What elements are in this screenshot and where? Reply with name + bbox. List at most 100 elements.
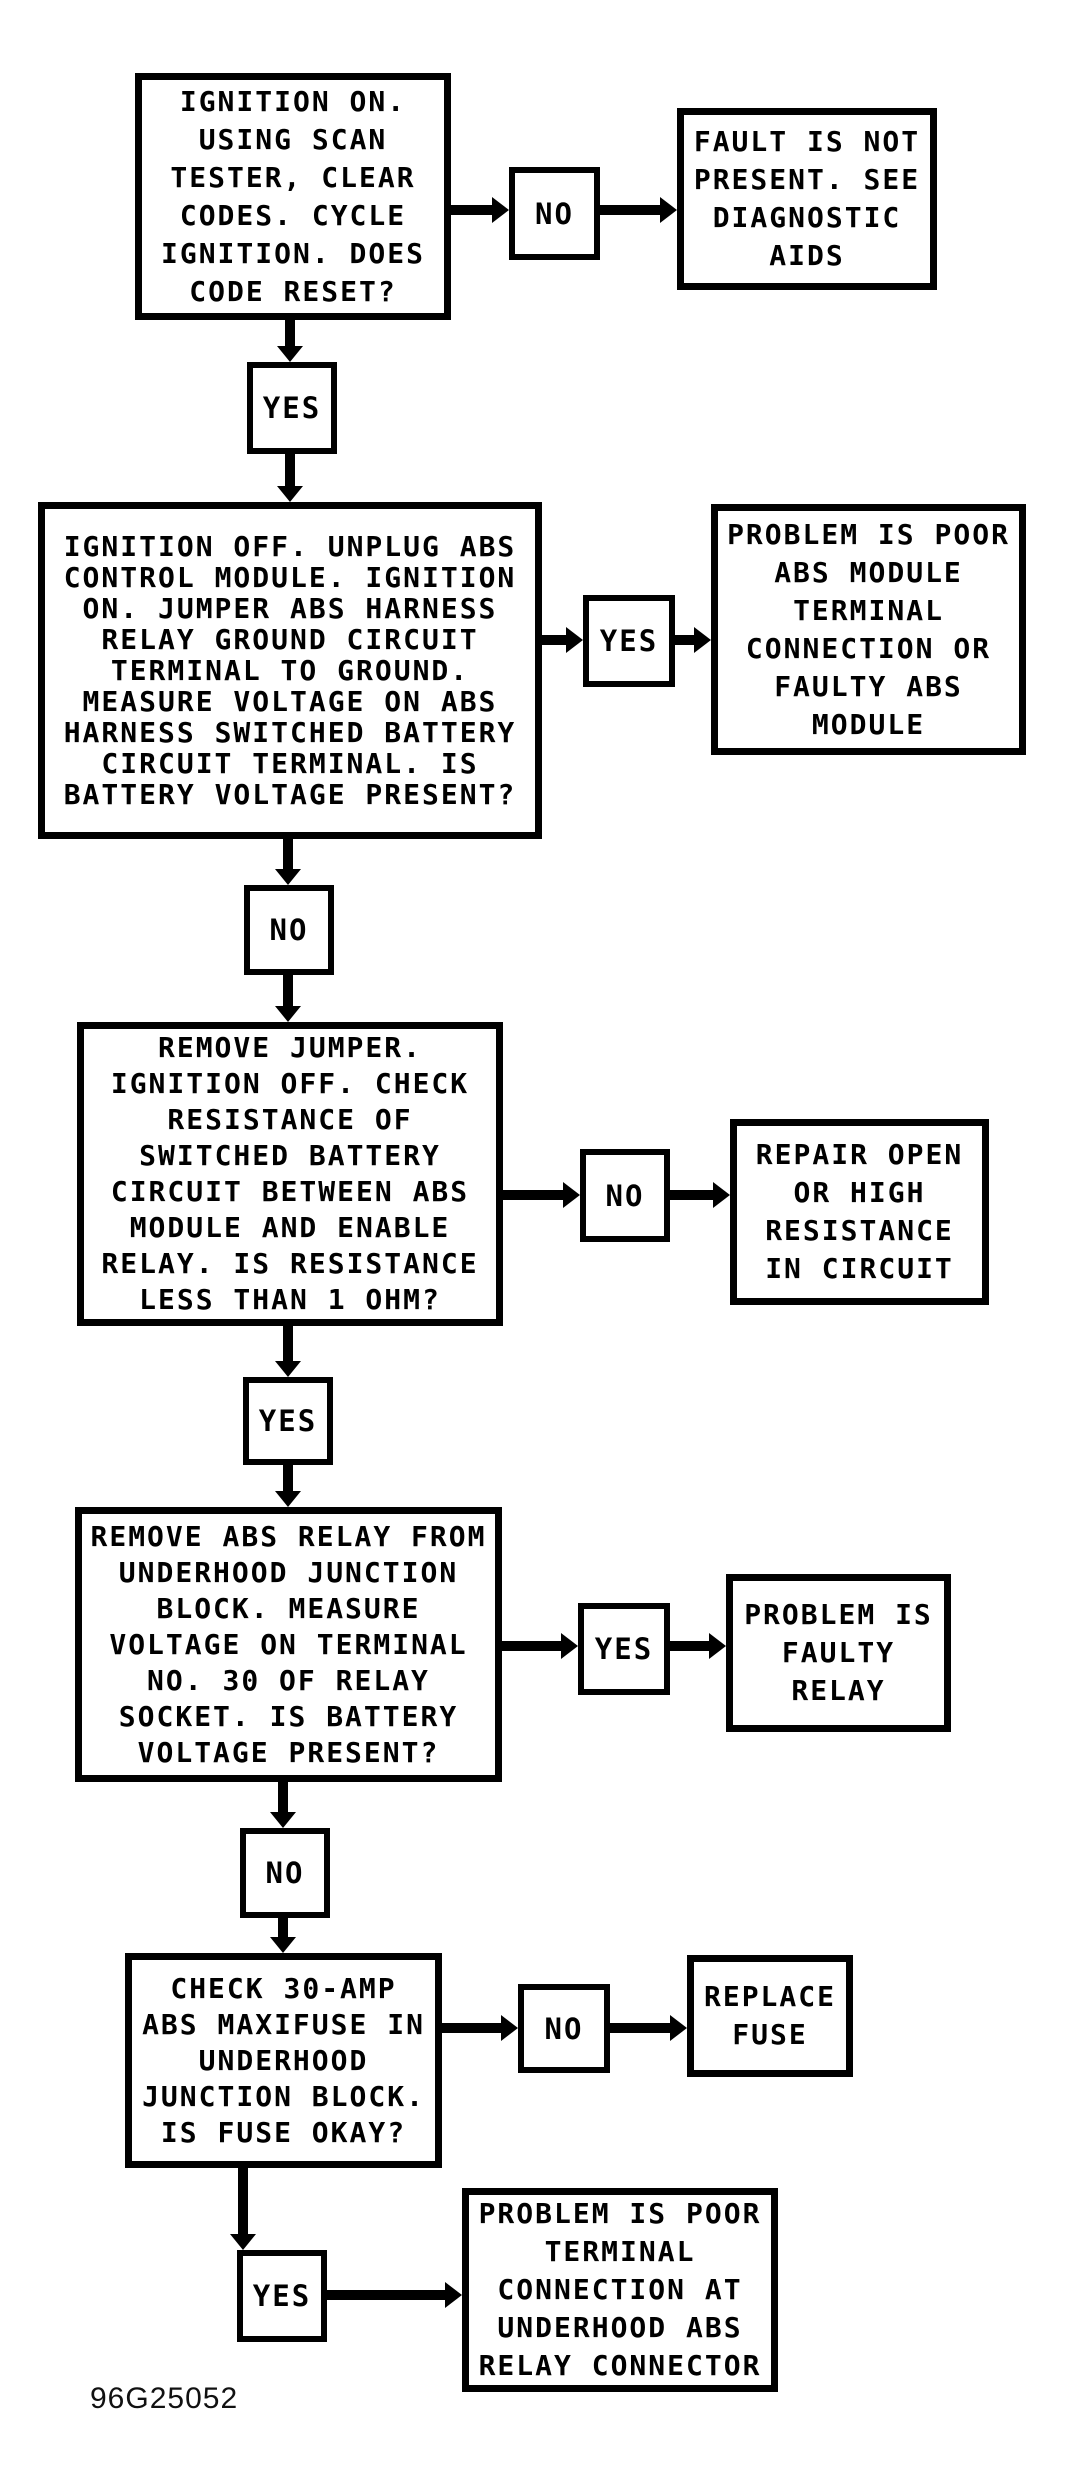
arrow-head-icon (709, 1633, 726, 1659)
no-connector-2: NO (244, 885, 334, 975)
arrow-step1-to-yes1 (277, 320, 303, 362)
arrow-shaft (285, 320, 295, 349)
arrow-shaft (442, 2023, 503, 2033)
arrow-shaft (327, 2290, 447, 2300)
arrow-head-icon (275, 1006, 301, 1022)
arrow-shaft (542, 635, 568, 645)
result-poor-module-connection-text: PROBLEM IS POOR ABS MODULE TERMINAL CONN… (727, 517, 1010, 741)
yes-connector-1-label: YES (262, 391, 322, 425)
result-repair-open-circuit-box: REPAIR OPEN OR HIGH RESISTANCE IN CIRCUI… (730, 1119, 989, 1305)
result-poor-relay-connector-box: PROBLEM IS POOR TERMINAL CONNECTION AT U… (462, 2188, 778, 2392)
yes-connector-2: YES (583, 595, 675, 687)
arrow-head-icon (694, 627, 711, 653)
step-resistance-check-text: REMOVE JUMPER. IGNITION OFF. CHECK RESIS… (101, 1031, 479, 1316)
arrow-shaft (610, 2023, 672, 2033)
arrow-shaft (670, 1641, 711, 1651)
no-connector-4-label: NO (265, 1856, 305, 1890)
arrow-shaft (278, 1782, 288, 1815)
step-jumper-ground-voltage-text: IGNITION OFF. UNPLUG ABS CONTROL MODULE.… (63, 530, 517, 811)
arrow-yes2-to-result2 (675, 627, 711, 653)
no-connector-4: NO (240, 1828, 330, 1918)
arrow-head-icon (445, 2282, 462, 2308)
arrow-step5-to-no5 (442, 2015, 518, 2041)
arrow-step4-to-no4 (270, 1782, 296, 1828)
arrow-head-icon (713, 1182, 730, 1208)
arrow-yes4-to-result4 (670, 1633, 726, 1659)
arrow-head-icon (660, 197, 677, 223)
yes-connector-4: YES (578, 1603, 670, 1695)
arrow-head-icon (275, 1361, 301, 1377)
yes-connector-2-label: YES (599, 624, 659, 658)
figure-code: 96G25052 (90, 2382, 239, 2415)
arrow-yes1-to-step2 (277, 454, 303, 502)
yes-connector-3-label: YES (258, 1404, 318, 1438)
step-relay-socket-voltage-box: REMOVE ABS RELAY FROM UNDERHOOD JUNCTION… (75, 1507, 502, 1782)
arrow-step4-to-yes4 (502, 1633, 578, 1659)
arrow-shaft (278, 1918, 288, 1940)
arrow-shaft (283, 839, 293, 872)
step-maxifuse-check-box: CHECK 30-AMP ABS MAXIFUSE IN UNDERHOOD J… (125, 1953, 442, 2168)
arrow-head-icon (277, 486, 303, 502)
arrow-shaft (670, 1190, 715, 1200)
step-maxifuse-check-text: CHECK 30-AMP ABS MAXIFUSE IN UNDERHOOD J… (142, 1971, 425, 2149)
arrow-step2-to-no2 (275, 839, 301, 885)
arrow-step3-to-yes3 (275, 1326, 301, 1377)
result-faulty-relay-text: PROBLEM IS FAULTY RELAY (744, 1598, 933, 1707)
arrow-head-icon (563, 1182, 580, 1208)
result-faulty-relay-box: PROBLEM IS FAULTY RELAY (726, 1574, 951, 1732)
arrow-shaft (675, 635, 696, 645)
result-replace-fuse-text: REPLACE FUSE (703, 1980, 836, 2051)
yes-connector-5: YES (237, 2250, 327, 2342)
arrow-no1-to-result1 (600, 197, 677, 223)
no-connector-3-label: NO (605, 1178, 645, 1213)
step-jumper-ground-voltage-box: IGNITION OFF. UNPLUG ABS CONTROL MODULE.… (38, 502, 542, 839)
arrow-shaft (283, 1465, 293, 1494)
arrow-no5-to-result5 (610, 2015, 687, 2041)
step-clear-codes-text: IGNITION ON. USING SCAN TESTER, CLEAR CO… (160, 84, 425, 308)
arrow-step3-to-no3 (503, 1182, 580, 1208)
arrow-shaft (503, 1190, 565, 1200)
result-fault-not-present-text: FAULT IS NOT PRESENT. SEE DIAGNOSTIC AID… (693, 125, 921, 272)
arrow-head-icon (270, 1812, 296, 1828)
no-connector-5: NO (518, 1984, 610, 2073)
arrow-step5-to-yes5 (230, 2168, 256, 2250)
result-poor-relay-connector-text: PROBLEM IS POOR TERMINAL CONNECTION AT U… (478, 2197, 762, 2382)
arrow-head-icon (492, 197, 509, 223)
arrow-shaft (285, 454, 295, 489)
arrow-head-icon (670, 2015, 687, 2041)
no-connector-5-label: NO (544, 2011, 584, 2046)
arrow-yes3-to-step4 (275, 1465, 301, 1507)
arrow-step1-to-no1 (450, 197, 509, 223)
arrow-head-icon (277, 346, 303, 362)
arrow-head-icon (275, 869, 301, 885)
yes-connector-5-label: YES (252, 2279, 312, 2313)
result-fault-not-present-box: FAULT IS NOT PRESENT. SEE DIAGNOSTIC AID… (677, 108, 937, 290)
arrow-shaft (283, 1326, 293, 1364)
arrow-shaft (502, 1641, 563, 1651)
result-poor-module-connection-box: PROBLEM IS POOR ABS MODULE TERMINAL CONN… (711, 504, 1026, 755)
step-relay-socket-voltage-text: REMOVE ABS RELAY FROM UNDERHOOD JUNCTION… (90, 1519, 487, 1769)
arrow-shaft (450, 205, 494, 215)
no-connector-1: NO (509, 167, 600, 260)
yes-connector-1: YES (247, 362, 337, 454)
no-connector-1-label: NO (535, 196, 574, 231)
arrow-head-icon (270, 1937, 296, 1953)
arrow-head-icon (561, 1633, 578, 1659)
arrow-shaft (600, 205, 662, 215)
arrow-head-icon (275, 1491, 301, 1507)
arrow-no2-to-step3 (275, 975, 301, 1022)
arrow-head-icon (566, 627, 583, 653)
arrow-yes5-to-result6 (327, 2282, 462, 2308)
step-clear-codes-box: IGNITION ON. USING SCAN TESTER, CLEAR CO… (135, 73, 451, 320)
step-resistance-check-box: REMOVE JUMPER. IGNITION OFF. CHECK RESIS… (77, 1022, 503, 1326)
arrow-shaft (283, 975, 293, 1009)
result-repair-open-circuit-text: REPAIR OPEN OR HIGH RESISTANCE IN CIRCUI… (755, 1138, 964, 1285)
yes-connector-3: YES (243, 1377, 333, 1465)
arrow-no3-to-result3 (670, 1182, 730, 1208)
arrow-shaft (238, 2168, 248, 2237)
arrow-head-icon (230, 2234, 256, 2250)
arrow-step2-to-yes2 (542, 627, 583, 653)
no-connector-2-label: NO (269, 913, 309, 947)
no-connector-3: NO (580, 1149, 670, 1242)
